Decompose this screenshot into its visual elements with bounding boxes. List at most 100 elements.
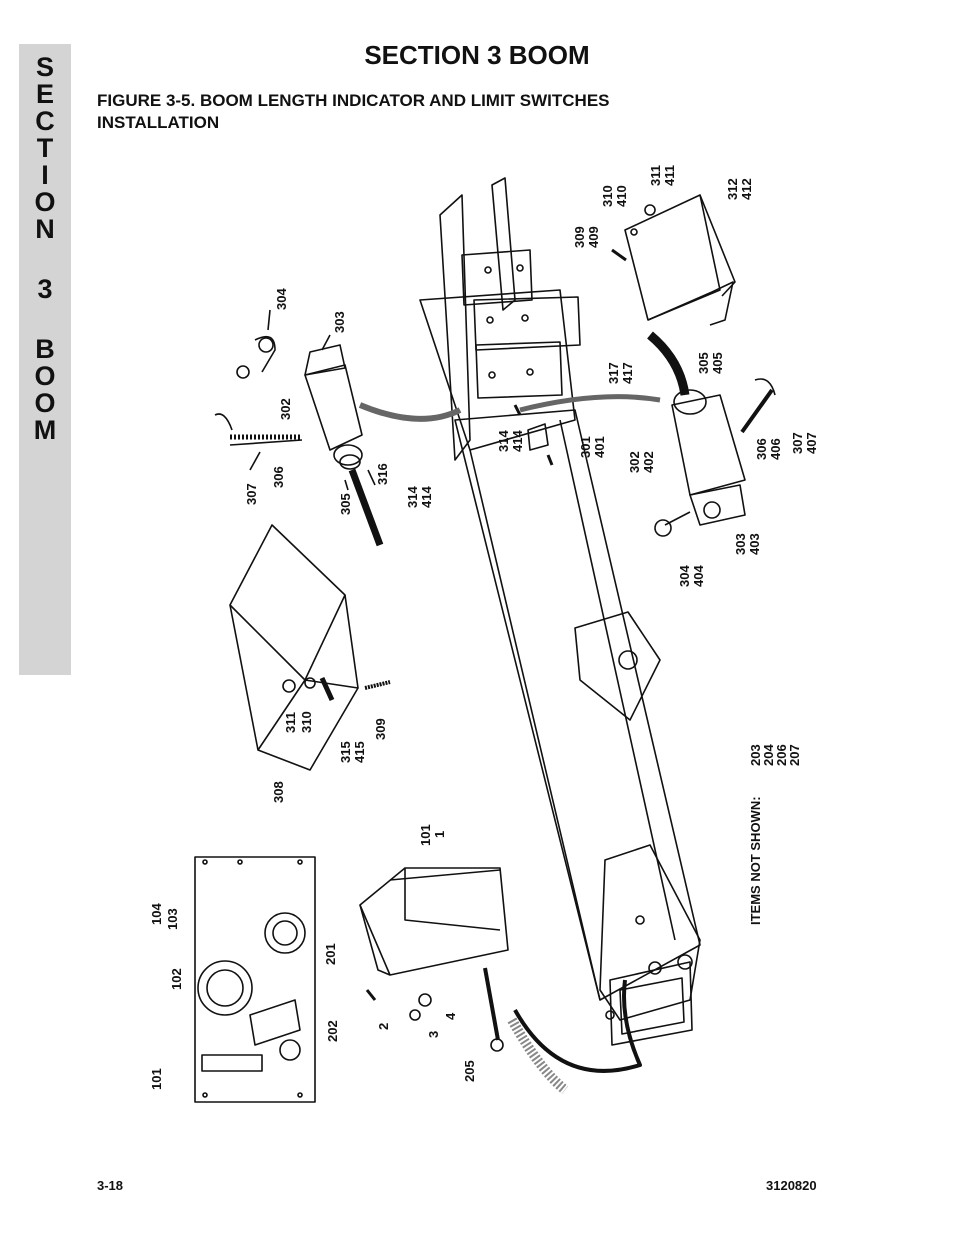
callout-1: 1 xyxy=(432,831,447,838)
not-shown-item: 206 xyxy=(774,744,789,766)
callout-307-right: 307 xyxy=(790,432,805,454)
right-limit-switch xyxy=(654,378,776,537)
callout-312: 312 xyxy=(725,178,740,200)
left-limit-switch xyxy=(214,335,384,547)
side-letter: M xyxy=(33,415,57,445)
callout-404: 404 xyxy=(691,565,706,587)
callout-205: 205 xyxy=(462,1060,477,1082)
side-letter: S xyxy=(35,52,54,82)
screw xyxy=(546,454,554,466)
not-shown-item: 207 xyxy=(787,744,802,766)
callout-307: 307 xyxy=(244,483,259,505)
callout-302: 302 xyxy=(278,398,293,420)
cable xyxy=(358,402,462,422)
side-letter: C xyxy=(35,106,55,136)
callout-309-left: 309 xyxy=(373,718,388,740)
leader-line xyxy=(321,334,331,351)
callout-314-mid: 314 xyxy=(496,430,511,452)
callout-403: 403 xyxy=(747,533,762,555)
callout-304: 304 xyxy=(274,288,289,310)
callout-415: 415 xyxy=(352,741,367,763)
items-not-shown-label: ITEMS NOT SHOWN: xyxy=(748,796,763,925)
callout-405: 405 xyxy=(710,352,725,374)
side-letter: T xyxy=(36,133,54,163)
leader-line xyxy=(267,309,271,331)
callout-317: 317 xyxy=(606,362,621,384)
boom-length-indicator-cover xyxy=(229,524,391,771)
callout-101-box: 101 xyxy=(418,824,433,846)
not-shown-item: 204 xyxy=(761,744,776,766)
leader-line xyxy=(344,479,349,491)
callout-305-right: 305 xyxy=(696,352,711,374)
document-number: 3120820 xyxy=(766,1178,817,1193)
control-box xyxy=(359,867,509,1052)
cable xyxy=(513,979,642,1073)
side-letter: O xyxy=(34,361,56,391)
side-letter: 3 xyxy=(37,274,53,304)
callout-310-left: 310 xyxy=(299,711,314,733)
callout-409: 409 xyxy=(586,226,601,248)
side-letter: N xyxy=(35,214,55,244)
side-letter: O xyxy=(34,388,56,418)
callout-311: 311 xyxy=(648,165,663,186)
leader-line xyxy=(367,469,376,486)
callout-104: 104 xyxy=(149,903,164,925)
washer xyxy=(409,1009,421,1021)
side-letter: B xyxy=(35,334,55,364)
callout-305: 305 xyxy=(338,493,353,515)
callout-4: 4 xyxy=(443,1012,458,1020)
section-side-tab: S E C T I O N 3 B O O M xyxy=(19,44,71,675)
side-letter: E xyxy=(35,79,54,109)
callout-101-plate: 101 xyxy=(149,1068,164,1090)
callout-314: 314 xyxy=(405,486,420,508)
callout-414: 414 xyxy=(419,486,434,508)
figure-title: FIGURE 3-5. BOOM LENGTH INDICATOR AND LI… xyxy=(97,90,797,134)
callout-303: 303 xyxy=(332,311,347,333)
callout-407: 407 xyxy=(804,432,819,454)
figure-title-line2: INSTALLATION xyxy=(97,113,220,132)
callout-306-right: 306 xyxy=(754,438,769,460)
screw xyxy=(513,404,522,416)
page-title: SECTION 3 BOOM xyxy=(364,40,590,70)
callout-306: 306 xyxy=(271,466,286,488)
page-number: 3-18 xyxy=(97,1178,124,1193)
callout-301: 301 xyxy=(578,436,593,458)
callout-2: 2 xyxy=(376,1023,391,1030)
callout-401: 401 xyxy=(592,436,607,458)
callout-3: 3 xyxy=(426,1031,441,1038)
indicator-mounting-plate xyxy=(194,856,316,1103)
screw xyxy=(365,989,377,1001)
cable xyxy=(519,394,661,413)
callout-310: 310 xyxy=(600,185,615,207)
screw xyxy=(611,248,627,262)
callout-402: 402 xyxy=(641,451,656,473)
nut xyxy=(418,993,432,1007)
cable xyxy=(507,1017,569,1094)
callout-102: 102 xyxy=(169,968,184,990)
callout-412: 412 xyxy=(739,178,754,200)
callout-303-right: 303 xyxy=(733,533,748,555)
boom-assembly xyxy=(419,177,701,1046)
callout-411: 411 xyxy=(662,165,677,186)
leader-line xyxy=(249,451,261,471)
callout-302-right: 302 xyxy=(627,451,642,473)
callout-304-right: 304 xyxy=(677,565,692,587)
callout-308: 308 xyxy=(271,781,286,803)
side-letter: I xyxy=(41,160,49,190)
callout-201: 201 xyxy=(323,943,338,965)
callout-309: 309 xyxy=(572,226,587,248)
callout-316: 316 xyxy=(375,463,390,485)
right-switch-cover xyxy=(624,194,736,326)
figure-title-line1: FIGURE 3-5. BOOM LENGTH INDICATOR AND LI… xyxy=(97,91,610,110)
callout-414-mid: 414 xyxy=(510,430,525,452)
callout-103: 103 xyxy=(165,908,180,930)
not-shown-item: 203 xyxy=(748,744,763,766)
bracket xyxy=(527,423,549,451)
callout-417: 417 xyxy=(620,362,635,384)
side-letter: O xyxy=(34,187,56,217)
cable xyxy=(647,331,690,396)
callout-202: 202 xyxy=(325,1020,340,1042)
callout-410: 410 xyxy=(614,185,629,207)
callout-315: 315 xyxy=(338,741,353,763)
